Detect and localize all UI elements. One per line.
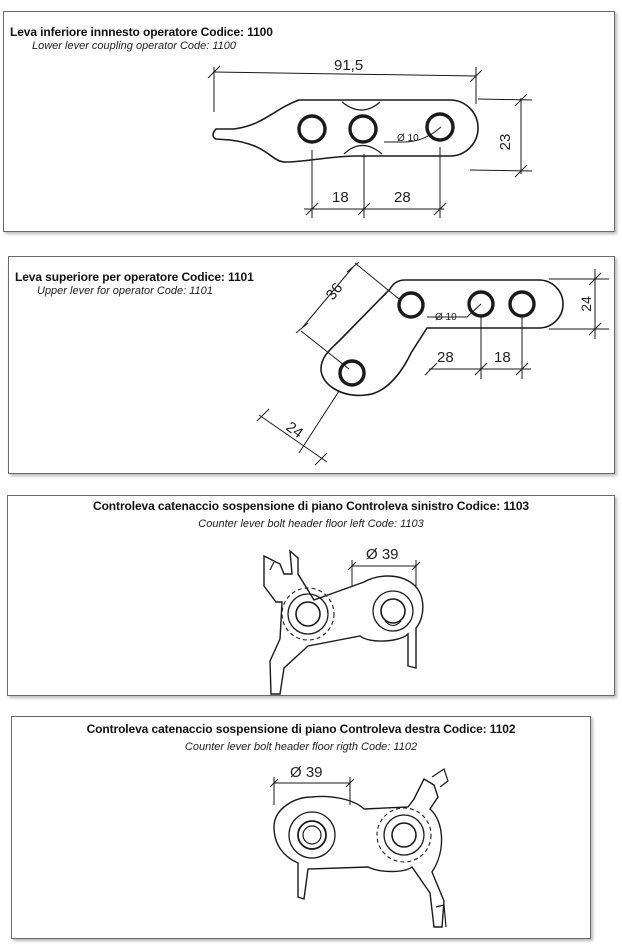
dim-diag: 36 xyxy=(323,280,347,304)
dim-diameter: Ø 39 xyxy=(366,546,399,563)
panel-title: Leva inferiore innnesto operatore Codice… xyxy=(10,25,273,39)
dim-hole: Ø 10 xyxy=(435,312,457,323)
dim-height: 24 xyxy=(578,296,594,312)
dim-spacing-a: 18 xyxy=(332,189,349,206)
panel-counter-lever-right-1102: Controleva catenaccio sospensione di pia… xyxy=(11,716,591,939)
dim-spacing-a: 28 xyxy=(437,349,454,366)
panel-counter-lever-left-1103: Controleva catenaccio sospensione di pia… xyxy=(7,495,615,696)
panel-lower-lever-1100: Leva inferiore innnesto operatore Codice… xyxy=(3,11,615,232)
dim-height: 23 xyxy=(497,134,514,151)
panel-subtitle: Counter lever bolt header floor rigth Co… xyxy=(184,741,418,753)
upper-lever-drawing: 36 Ø 10 24 28 18 24 xyxy=(256,261,609,466)
dim-hole: Ø 10 xyxy=(397,133,419,144)
panel-upper-lever-1101: Leva superiore per operatore Codice: 110… xyxy=(8,256,615,474)
panel-subtitle: Lower lever coupling operator Code: 1100 xyxy=(32,40,237,52)
counter-lever-right-drawing: Ø 39 xyxy=(269,764,449,928)
dim-spacing-b: 18 xyxy=(494,349,511,366)
panel-title: Leva superiore per operatore Codice: 110… xyxy=(15,270,254,284)
lower-lever-drawing: 91,5 23 18 28 Ø 10 xyxy=(207,57,533,218)
panel-subtitle: Upper lever for operator Code: 1101 xyxy=(37,285,213,297)
dim-spacing-b: 28 xyxy=(394,189,411,206)
panel-title: Controleva catenaccio sospensione di pia… xyxy=(93,499,529,513)
dim-bottom: 24 xyxy=(283,418,306,442)
panel-title: Controleva catenaccio sospensione di pia… xyxy=(86,722,516,736)
dim-length: 91,5 xyxy=(334,57,363,74)
dim-diameter: Ø 39 xyxy=(290,764,323,781)
counter-lever-left-drawing: Ø 39 xyxy=(263,546,424,695)
panel-subtitle: Counter lever bolt header floor left Cod… xyxy=(198,518,424,530)
